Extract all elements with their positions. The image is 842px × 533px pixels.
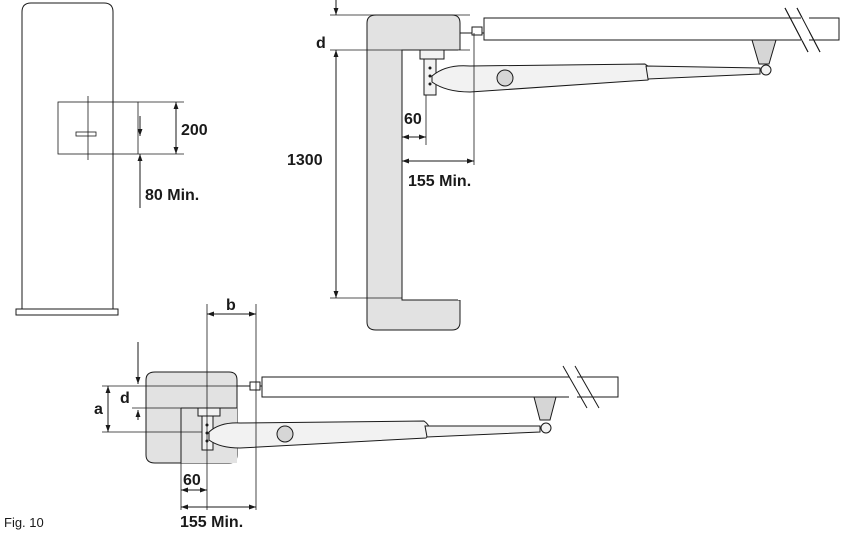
top-dim-155-label: 155 Min. (408, 173, 471, 190)
front-view-pillar (16, 3, 184, 315)
corner-dim-60-label: 60 (183, 472, 201, 489)
top-view (330, 0, 839, 330)
front-dim-200-label: 200 (181, 122, 208, 139)
corner-view-gate-leaf (262, 377, 618, 397)
corner-dim-a-label: a (94, 401, 103, 418)
corner-view (102, 304, 618, 510)
front-dim-80-label: 80 Min. (145, 187, 199, 204)
corner-view-operator-arm (209, 421, 430, 448)
top-dim-60-label: 60 (404, 111, 422, 128)
corner-dim-d-label: d (120, 390, 130, 407)
top-view-gate-leaf (484, 18, 839, 40)
figure-caption: Fig. 10 (4, 515, 44, 530)
corner-dim-b-label: b (226, 297, 236, 314)
top-dim-1300-label: 1300 (287, 152, 323, 169)
top-view-operator-arm (432, 64, 651, 92)
corner-dim-155-label: 155 Min. (180, 514, 243, 531)
top-dim-d-label: d (316, 35, 326, 52)
